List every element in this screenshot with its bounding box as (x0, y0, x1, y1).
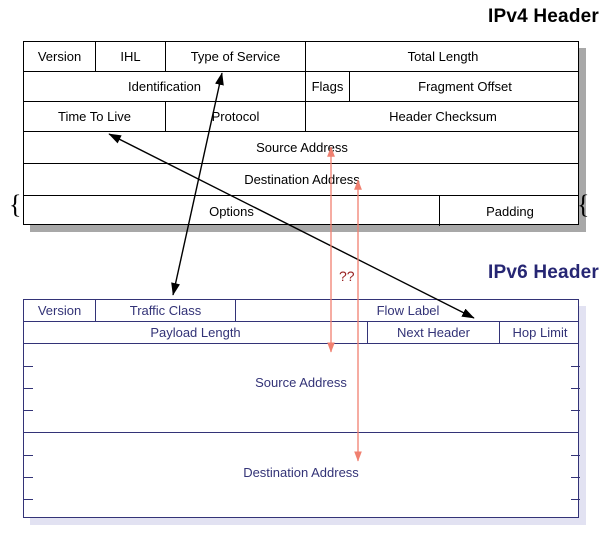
ipv6-row-0: Version Traffic Class Flow Label (24, 300, 578, 322)
ipv4-header-table: Version IHL Type of Service Total Length… (23, 41, 579, 226)
ipv6-tick (24, 366, 33, 367)
ipv4-field-options: Options (24, 196, 440, 226)
ipv6-tick (571, 366, 580, 367)
ipv4-field-flags: Flags (306, 72, 350, 101)
ipv4-field-total-length: Total Length (407, 49, 479, 64)
ipv4-field-version: Version (24, 42, 96, 71)
ipv6-field-destination-address: Destination Address (243, 465, 359, 480)
ipv4-field-protocol: Protocol (166, 102, 306, 131)
ipv4-title: IPv4 Header (488, 6, 599, 27)
ipv4-row-3: Source Address (24, 132, 578, 164)
ipv4-ragged-edge-right-icon: { (577, 190, 590, 219)
ipv6-tick (571, 410, 580, 411)
ipv4-field-ihl: IHL (96, 42, 166, 71)
ipv4-field-source-address: Source Address (256, 140, 348, 155)
ipv6-tick (24, 455, 33, 456)
ipv4-field-fragment-offset: Fragment Offset (418, 79, 512, 94)
ipv4-row-5: Options Padding (24, 196, 578, 226)
ipv4-ragged-edge-left-icon: { (9, 190, 22, 219)
ipv6-row-destination-address: Destination Address (24, 433, 580, 519)
ipv6-tick (24, 410, 33, 411)
ipv4-field-destination-address: Destination Address (244, 172, 360, 187)
ipv4-field-identification: Identification (24, 72, 306, 101)
ipv6-header-table: Version Traffic Class Flow Label Payload… (23, 299, 580, 519)
ipv4-row-1: Identification Flags Fragment Offset (24, 72, 578, 102)
ipv6-tick (24, 477, 33, 478)
ipv4-field-type-of-service: Type of Service (166, 42, 306, 71)
ipv6-tick (571, 388, 580, 389)
ipv4-field-header-checksum: Header Checksum (389, 109, 497, 124)
ipv4-row-4: Destination Address (24, 164, 578, 196)
ipv4-row-0: Version IHL Type of Service Total Length (24, 42, 578, 72)
question-marks-annotation: ?? (339, 268, 355, 284)
ipv6-tick (571, 477, 580, 478)
ipv6-field-source-address: Source Address (255, 375, 347, 390)
ipv4-field-time-to-live: Time To Live (24, 102, 166, 131)
ipv6-field-payload-length: Payload Length (24, 322, 368, 343)
ipv6-field-version: Version (24, 300, 96, 321)
ipv6-row-source-address: Source Address (24, 344, 580, 433)
ipv6-field-flow-label: Flow Label (376, 303, 440, 318)
ipv4-row-2: Time To Live Protocol Header Checksum (24, 102, 578, 132)
ipv6-row-1: Payload Length Next Header Hop Limit (24, 322, 578, 344)
ipv6-tick (571, 455, 580, 456)
ipv6-field-hop-limit: Hop Limit (512, 325, 568, 340)
ipv6-tick (24, 388, 33, 389)
ipv6-tick (24, 499, 33, 500)
ipv4-field-padding: Padding (486, 203, 534, 219)
ipv6-title: IPv6 Header (488, 262, 599, 283)
ipv6-field-traffic-class: Traffic Class (96, 300, 236, 321)
ipv6-tick (571, 499, 580, 500)
ipv6-field-next-header: Next Header (368, 322, 500, 343)
